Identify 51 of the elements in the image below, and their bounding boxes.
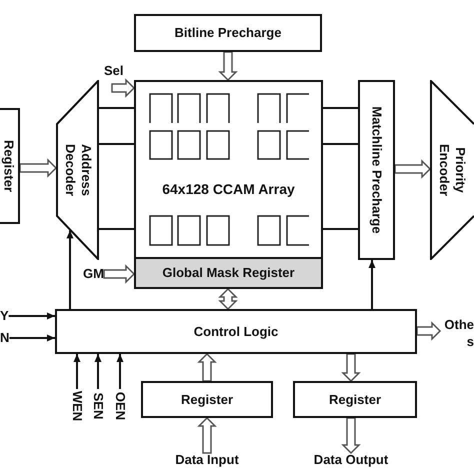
block-arrow <box>103 264 136 284</box>
connector-line <box>323 228 358 230</box>
process-box <box>55 309 417 354</box>
connector-line <box>323 107 358 109</box>
signal-label: SEN <box>91 392 105 420</box>
block-arrow <box>416 321 442 341</box>
signal-label: Sel <box>104 64 124 78</box>
signal-label: OEN <box>113 392 127 420</box>
block-label: Register <box>180 392 234 408</box>
signal-label: WEN <box>70 390 84 422</box>
block-arrow <box>394 159 432 179</box>
signal-label: N <box>0 331 10 345</box>
process-box <box>134 257 323 289</box>
signal-label: Data Input <box>175 453 239 467</box>
arrow <box>66 230 74 309</box>
block-label: Address Decoder <box>62 144 94 196</box>
block-arrow <box>341 417 361 454</box>
block-label: Register <box>2 140 16 192</box>
block-arrow <box>197 352 217 382</box>
signal-label: GM <box>83 267 104 281</box>
process-box <box>358 80 395 260</box>
block-arrow <box>111 78 136 98</box>
block-label: Matchline Precharge <box>369 106 384 234</box>
arrow <box>74 354 80 389</box>
arrow <box>8 312 55 320</box>
block-arrow <box>197 416 217 454</box>
block-arrow <box>218 51 238 82</box>
block-double-arrow <box>218 288 238 310</box>
connector-line <box>99 143 134 145</box>
process-box <box>0 108 20 224</box>
block-label: Priority Encoder <box>436 144 468 196</box>
process-box <box>293 381 417 418</box>
signal-label: Y <box>0 309 9 323</box>
signal-label: Data Output <box>314 453 388 467</box>
block-arrow <box>19 158 58 178</box>
arrow <box>9 334 55 342</box>
block-label: 64x128 CCAM Array <box>162 181 295 197</box>
connector-line <box>99 107 134 109</box>
block-label: Global Mask Register <box>162 265 295 281</box>
connector-line <box>323 143 358 145</box>
arrow <box>116 354 124 389</box>
block-label: Register <box>328 392 382 408</box>
arrow <box>94 354 102 389</box>
process-box <box>141 381 273 418</box>
block-label: Bitline Precharge <box>174 25 282 41</box>
process-box <box>134 14 322 52</box>
block-arrow <box>341 353 361 382</box>
signal-label: Othe s <box>440 316 474 350</box>
block-label: Control Logic <box>194 324 278 340</box>
arrow <box>368 260 376 309</box>
connector-line <box>99 228 134 230</box>
